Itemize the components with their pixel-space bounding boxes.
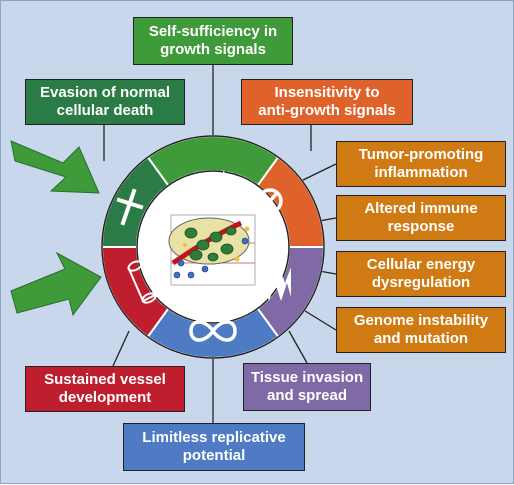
immune-box: Altered immune response [336, 195, 506, 241]
replicative-box: Limitless replicative potential [123, 423, 305, 471]
inflammation-line1: Tumor-promoting [358, 146, 484, 163]
green-arrow-icon [10, 251, 102, 317]
replicative-line2: potential [182, 447, 246, 464]
replicative-line1: Limitless replicative [142, 429, 286, 446]
insensitivity-line1: Insensitivity to [274, 84, 380, 101]
ring-outline [101, 135, 325, 359]
evasion-line2: cellular death [56, 102, 154, 119]
green-arrow-icon [10, 140, 100, 194]
infinity-icon [189, 320, 237, 342]
vessel-box: Sustained vessel development [25, 366, 185, 412]
energy-line1: Cellular energy [366, 256, 476, 273]
inflammation-box: Tumor-promoting inflammation [336, 141, 506, 187]
cross-icon [116, 188, 144, 226]
immune-line2: response [387, 218, 455, 235]
self-sufficiency-line2: growth signals [160, 41, 266, 58]
genome-line2: and mutation [373, 330, 469, 347]
vessel-line1: Sustained vessel [44, 371, 166, 388]
arrow-icon [199, 171, 233, 201]
invasion-line2: and spread [266, 387, 348, 404]
invasion-line1: Tissue invasion [250, 369, 364, 386]
tumor-cells-image [168, 214, 256, 286]
self-sufficiency-box: Self-sufficiency in growth signals [133, 17, 293, 65]
vessel-tube-icon [127, 260, 157, 304]
inflammation-line2: inflammation [374, 164, 468, 181]
insensitivity-line2: anti-growth signals [258, 102, 396, 119]
evasion-line1: Evasion of normal [39, 84, 171, 101]
invasion-box: Tissue invasion and spread [243, 363, 371, 411]
immune-line1: Altered immune [364, 200, 478, 217]
vessel-line2: development [58, 389, 152, 406]
self-sufficiency-line1: Self-sufficiency in [148, 23, 278, 40]
evasion-box: Evasion of normal cellular death [25, 79, 185, 125]
genome-box: Genome instability and mutation [336, 307, 506, 353]
no-entry-icon [257, 188, 283, 214]
insensitivity-box: Insensitivity to anti-growth signals [241, 79, 413, 125]
energy-line2: dysregulation [371, 274, 471, 291]
energy-box: Cellular energy dysregulation [336, 251, 506, 297]
zigzag-icon [261, 267, 291, 301]
genome-line1: Genome instability [353, 312, 489, 329]
